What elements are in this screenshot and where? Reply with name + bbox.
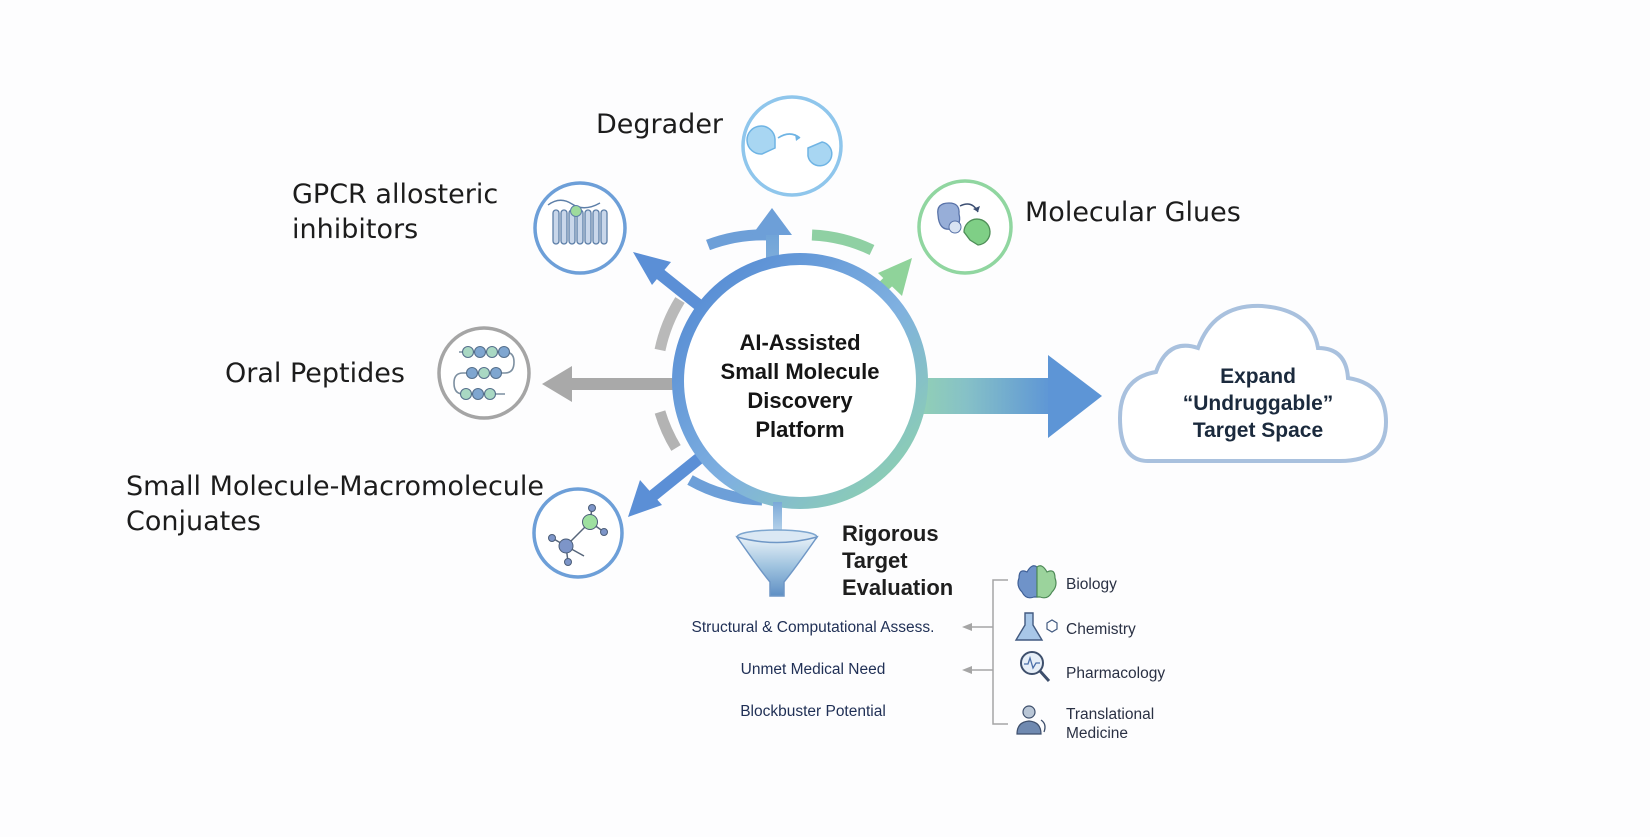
discipline-biology: Biology (1066, 576, 1117, 593)
brain-icon (1017, 565, 1057, 599)
hub-title: AI-Assisted Small Molecule Discovery Pla… (690, 328, 910, 444)
discipline-translational-medicine: Translational Medicine (1066, 705, 1154, 743)
conjugates-label-line: Conjuates (126, 505, 261, 537)
evaluation-title-line: Evaluation (842, 575, 954, 600)
peptide-chain-icon (437, 326, 531, 420)
hub-title-line: Small Molecule (720, 359, 880, 384)
discipline-pharmacology: Pharmacology (1066, 665, 1166, 682)
central-hub (672, 253, 928, 509)
criterion-item: Blockbuster Potential (740, 703, 886, 720)
hub-title-line: Discovery (747, 388, 853, 413)
magnifier-pulse-icon (1020, 651, 1051, 683)
evaluation-title-line: Rigorous (842, 521, 939, 546)
molecular-glue-icon (917, 179, 1013, 275)
flask-icon (1014, 612, 1058, 641)
target-space-line: Expand (1220, 365, 1296, 388)
molecular-glues-label: Molecular Glues (1025, 197, 1241, 228)
hub-title-line: Platform (755, 417, 845, 442)
discipline-bracket (962, 579, 1008, 725)
oral-peptides-label: Oral Peptides (225, 358, 405, 389)
gpcr-label: GPCR allosteric inhibitors (292, 178, 498, 247)
target-space-label: Expand “Undruggable” Target Space (1158, 363, 1358, 444)
criterion-item: Unmet Medical Need (740, 661, 886, 678)
target-space-cloud (1117, 303, 1389, 463)
gpcr-membrane-icon (533, 181, 627, 275)
evaluation-title-line: Target (842, 548, 908, 573)
degrader-label: Degrader (596, 109, 724, 140)
filter-funnel-icon (735, 502, 819, 597)
criterion-item: Structural & Computational Assess. (691, 619, 935, 636)
hub-title-line: AI-Assisted (739, 330, 861, 355)
discipline-line: Medicine (1066, 725, 1129, 742)
arrow-to-oral-peptides (542, 366, 678, 402)
conjugates-label-line: Small Molecule-Macromolecule (126, 471, 545, 502)
doctor-icon (1016, 705, 1046, 735)
target-space-line: “Undruggable” (1182, 392, 1334, 415)
pacman-degrader-icon (741, 95, 843, 197)
evaluation-title: Rigorous Target Evaluation (842, 520, 953, 601)
gpcr-label-line: inhibitors (292, 213, 419, 245)
target-space-line: Target Space (1192, 419, 1324, 442)
discipline-line: Translational (1066, 706, 1155, 723)
discipline-chemistry: Chemistry (1066, 621, 1136, 638)
molecule-network-icon (532, 487, 624, 579)
conjugates-label: Small Molecule-Macromolecule Conjuates (126, 470, 544, 539)
gpcr-label-line: GPCR allosteric (292, 179, 499, 210)
